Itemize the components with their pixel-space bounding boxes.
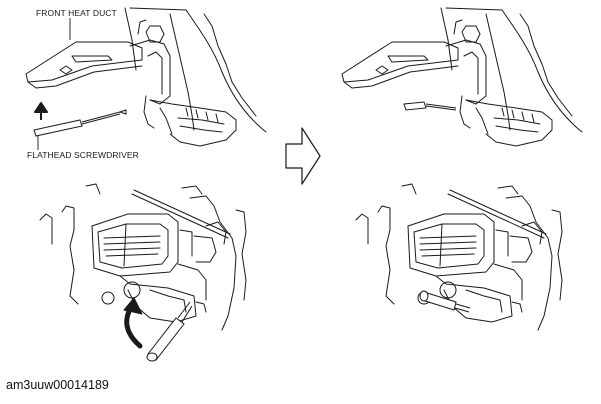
step-arrow-icon (285, 127, 321, 185)
screwdriver-icon (146, 301, 193, 362)
flathead-screwdriver-label: FLATHEAD SCREWDRIVER (27, 150, 139, 160)
figure-code: am3uuw00014189 (6, 378, 109, 392)
bottom-right-vent-diagram (355, 183, 563, 331)
bottom-left-vent-diagram (39, 183, 247, 362)
screwdriver-icon (403, 101, 457, 111)
screwdriver-icon (33, 109, 127, 137)
front-heat-duct-label: FRONT HEAT DUCT (36, 8, 117, 18)
screwdriver-icon (419, 290, 471, 313)
up-arrow (34, 102, 48, 120)
top-right-duct-diagram (341, 7, 583, 147)
top-left-duct-diagram (25, 7, 267, 150)
